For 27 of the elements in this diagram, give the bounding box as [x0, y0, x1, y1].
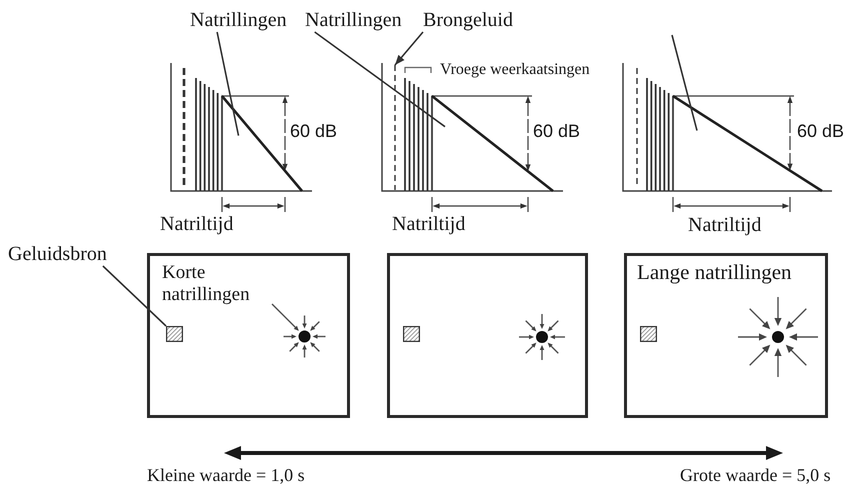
room-box	[624, 253, 828, 418]
dimension-label: 60 dB	[797, 121, 844, 142]
decay-triangle	[430, 94, 555, 193]
dimension-label: Natriltijd	[688, 214, 762, 237]
decay-triangle	[671, 94, 824, 193]
callout-label: Natrillingen	[190, 9, 287, 32]
leader-line	[216, 32, 240, 136]
callout-label: Natrillingen	[305, 9, 402, 32]
dimension-label: Natriltijd	[392, 213, 466, 236]
annotation-label: Vroege weerkaatsingen	[440, 61, 590, 80]
leader-line	[314, 31, 446, 128]
room-box	[147, 253, 350, 418]
arrow	[394, 31, 424, 66]
dimension-label: Natriltijd	[160, 213, 234, 236]
callout-label: Brongeluid	[423, 9, 513, 32]
dimension-label: 60 dB	[533, 121, 580, 142]
callout-label: Geluidsbron	[8, 243, 107, 266]
leader-line	[102, 265, 167, 327]
room-label: Lange natrillingen	[637, 260, 792, 284]
scale-label: Kleine waarde = 1,0 s	[147, 465, 305, 486]
hatched-square	[166, 326, 183, 342]
leader-line	[671, 34, 698, 131]
scale-label: Grote waarde = 5,0 s	[680, 465, 831, 486]
room-box	[387, 253, 588, 418]
dashed-line	[393, 65, 397, 190]
room-label: Korte natrillingen	[162, 262, 250, 306]
dimension-label: 60 dB	[290, 121, 338, 142]
